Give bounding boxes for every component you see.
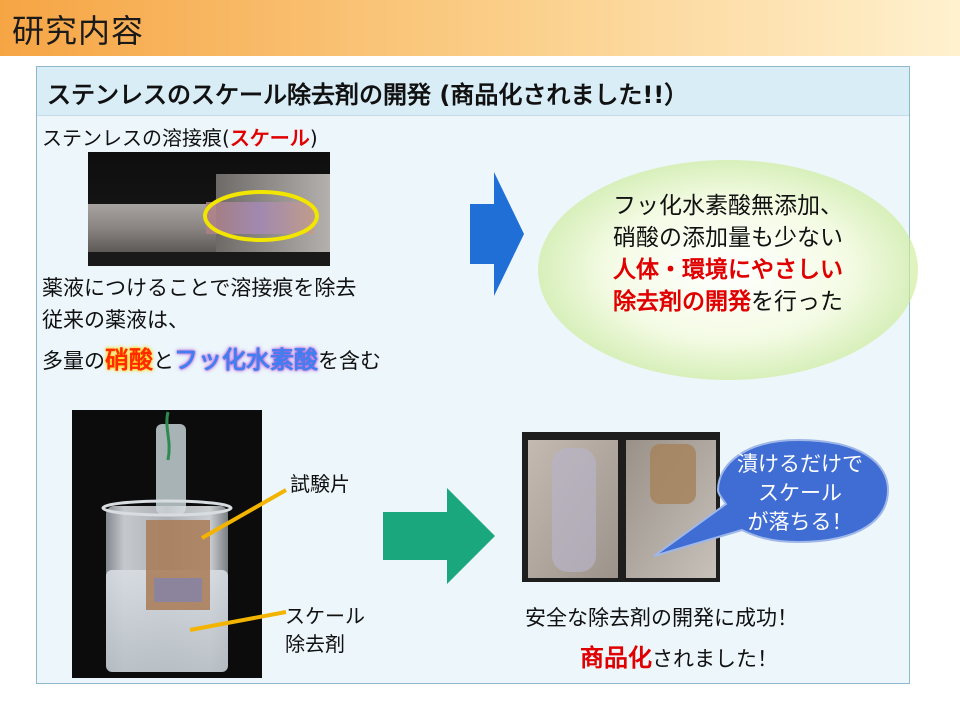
bubble-text: 漬けるだけで スケール が落ちる！: [722, 450, 878, 537]
description-line-3-mid: と: [153, 349, 174, 373]
description-line-3: 多量の硝酸とフッ化水素酸を含む: [42, 340, 381, 375]
blue-arrow-shape: [470, 172, 524, 296]
weld-label: ステンレスの溶接痕(スケール): [42, 122, 318, 151]
weld-scale-area: [206, 202, 314, 234]
beaker-rim: [101, 499, 233, 517]
pointer-lines: [189, 488, 287, 632]
description-line-2: 従来の薬液は、: [42, 308, 189, 332]
hydrofluoric-acid-label: フッ化水素酸: [174, 346, 318, 374]
description-line-3-prefix: 多量の: [42, 349, 105, 373]
speech-bubble: [653, 438, 890, 557]
test-piece-label: 試験片: [290, 472, 350, 496]
pointer-line-scale-remover: [189, 610, 287, 632]
teal-arrow-shape: [383, 488, 495, 584]
result-glow: [538, 160, 918, 380]
title-bar: 研究内容: [0, 0, 960, 56]
scale-remover-label-line-2: 除去剤: [285, 632, 345, 656]
beaker-photo: [72, 410, 262, 678]
page-title: 研究内容: [12, 12, 145, 50]
result-line-4-suffix: を行った: [751, 289, 843, 315]
result-line-4: 除去剤の開発を行った: [538, 286, 918, 318]
arrow-right-icon: [383, 488, 495, 584]
weld-label-prefix: ステンレスの溶接痕(: [42, 126, 230, 150]
bubble-line-1: 漬けるだけで: [737, 452, 863, 476]
description-line-1: 薬液につけることで溶接痕を除去: [42, 276, 357, 300]
result-line-1: フッ化水素酸無添加、: [613, 193, 843, 219]
result-line-3: 人体・環境にやさしい: [613, 257, 843, 283]
clean-plate-mark: [552, 448, 596, 572]
result-line-4-highlight: 除去剤の開発: [613, 289, 751, 315]
description-line-3-suffix: を含む: [318, 349, 381, 373]
panel-header: ステンレスのスケール除去剤の開発 (商品化されました!!）: [37, 67, 909, 116]
nitric-acid-label: 硝酸: [105, 346, 153, 374]
scaled-plate-scale: [650, 444, 696, 504]
green-wire: [165, 411, 171, 461]
test-piece-scale: [154, 578, 202, 602]
scale-remover-label-line-1: スケール: [285, 604, 365, 628]
bubble-line-3: が落ちる！: [747, 510, 853, 534]
before-after-photo: [522, 432, 720, 582]
weld-highlight-ellipse: [203, 190, 319, 242]
weld-label-suffix: ): [309, 126, 318, 150]
weld-photo: [88, 152, 330, 266]
panel-heading: ステンレスのスケール除去剤の開発 (商品化されました!!）: [47, 81, 689, 109]
base-plate: [88, 204, 216, 252]
arrow-right-icon: [470, 172, 524, 296]
success-line-1: 安全な除去剤の開発に成功！: [525, 606, 798, 630]
pointer-line-test-piece: [201, 488, 287, 540]
weld-label-highlight: スケール: [229, 126, 310, 150]
success-highlight: 商品化: [580, 644, 652, 672]
success-line-2: 商品化されました！: [580, 638, 778, 673]
result-callout: フッ化水素酸無添加、 硝酸の添加量も少ない 人体・環境にやさしい 除去剤の開発を…: [538, 190, 918, 318]
speech-bubble-shape: [653, 438, 890, 557]
bubble-line-2: スケール: [758, 481, 842, 505]
result-line-2: 硝酸の添加量も少ない: [613, 225, 843, 251]
clip-holder: [156, 424, 186, 514]
success-line-2-suffix: されました！: [652, 647, 778, 671]
